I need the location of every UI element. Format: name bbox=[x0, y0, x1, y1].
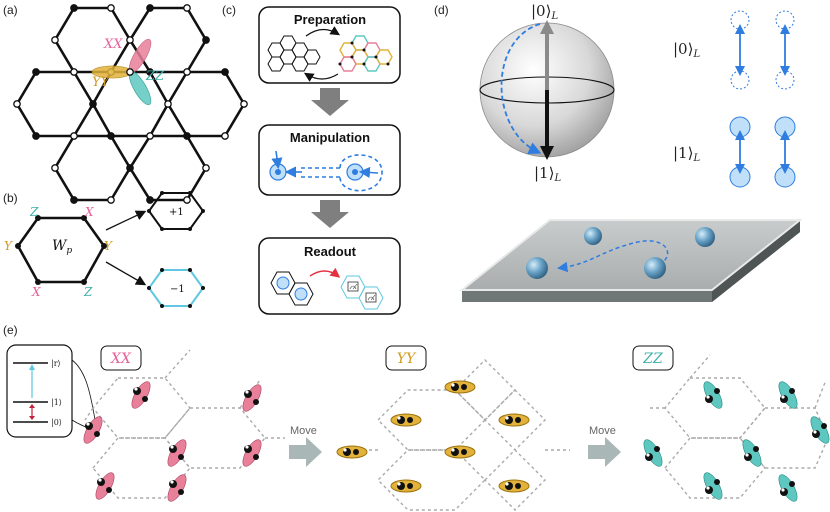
atom-sphere bbox=[695, 227, 715, 247]
y-left-label-b: Y bbox=[4, 239, 13, 253]
preparation-title: Preparation bbox=[294, 12, 366, 27]
yy-label-a: YY bbox=[92, 75, 111, 90]
yy-tag-label: YY bbox=[397, 351, 417, 367]
panel-label-d: (d) bbox=[434, 3, 449, 17]
y-right-label-b: Y bbox=[104, 239, 113, 253]
minus-one-label: −1 bbox=[170, 284, 185, 295]
ket1-bottom-label: |1⟩L bbox=[534, 164, 561, 184]
x-bottom-label-b: X bbox=[31, 285, 41, 299]
readout-lattice-right bbox=[340, 275, 384, 310]
atom-sphere bbox=[584, 227, 602, 245]
ket0-right-label: |0⟩L bbox=[673, 40, 700, 60]
yy-lattice bbox=[345, 359, 570, 511]
flow-arrow-1 bbox=[311, 88, 349, 116]
atom-sphere bbox=[644, 257, 666, 279]
panel-label-a: (a) bbox=[3, 3, 18, 17]
prep-lattice-empty bbox=[267, 35, 321, 72]
inset-ket-r: |r⟩ bbox=[51, 359, 61, 368]
move-arrow-2 bbox=[588, 437, 621, 467]
yy-atom-pairs bbox=[336, 380, 530, 493]
xx-tag-label: XX bbox=[110, 351, 132, 367]
z-bottom-label-b: Z bbox=[83, 285, 93, 299]
prep-arrow-back bbox=[303, 72, 339, 82]
atom-transport-path bbox=[557, 240, 669, 273]
arrow-to-plus-one bbox=[105, 210, 147, 231]
prep-arrow-forward bbox=[305, 26, 341, 37]
flow-arrow-2 bbox=[311, 200, 349, 228]
panel-label-b: (b) bbox=[3, 191, 18, 205]
xx-label-a: XX bbox=[103, 37, 123, 52]
plus-one-label: +1 bbox=[169, 207, 184, 218]
readout-lattice-left bbox=[270, 271, 314, 306]
panel-label-c: (c) bbox=[222, 3, 236, 17]
logical-zero-diagram bbox=[730, 10, 795, 90]
inset-ket-0: |0⟩ bbox=[51, 418, 62, 427]
zz-lattice bbox=[650, 354, 829, 499]
atom-platform bbox=[459, 219, 803, 302]
inset-ket-1: |1⟩ bbox=[51, 398, 62, 407]
move-arrow-1 bbox=[289, 437, 322, 467]
atom-sphere bbox=[526, 257, 548, 279]
lattice-sites-a bbox=[13, 4, 248, 204]
move-label-1: Move bbox=[290, 425, 317, 437]
manipulation-path bbox=[300, 154, 383, 192]
x-top-label-b: X bbox=[84, 205, 94, 219]
readout-title: Readout bbox=[304, 244, 357, 259]
logical-one-diagram bbox=[729, 116, 796, 188]
arrow-to-minus-one bbox=[105, 261, 147, 286]
zz-tag bbox=[632, 345, 674, 371]
readout-arrow bbox=[309, 267, 341, 278]
ket1-right-label: |1⟩L bbox=[673, 144, 700, 164]
zz-atom-pairs bbox=[643, 381, 830, 502]
bloch-trajectory bbox=[500, 23, 542, 154]
zz-tag-label: ZZ bbox=[642, 351, 663, 367]
z-label-b: Z bbox=[29, 205, 39, 219]
move-label-2: Move bbox=[589, 425, 616, 437]
manipulation-title: Manipulation bbox=[290, 130, 370, 145]
level-inset-box bbox=[6, 344, 73, 438]
xx-atom-pairs bbox=[83, 381, 262, 502]
xx-lattice bbox=[84, 349, 285, 499]
xx-tag bbox=[100, 345, 142, 371]
panel-label-e: (e) bbox=[3, 323, 18, 337]
ket0-top-label: |0⟩L bbox=[531, 2, 558, 22]
wp-operator-label: Wp bbox=[52, 238, 72, 256]
yy-tag bbox=[385, 345, 427, 371]
zz-label-a: ZZ bbox=[145, 69, 165, 84]
